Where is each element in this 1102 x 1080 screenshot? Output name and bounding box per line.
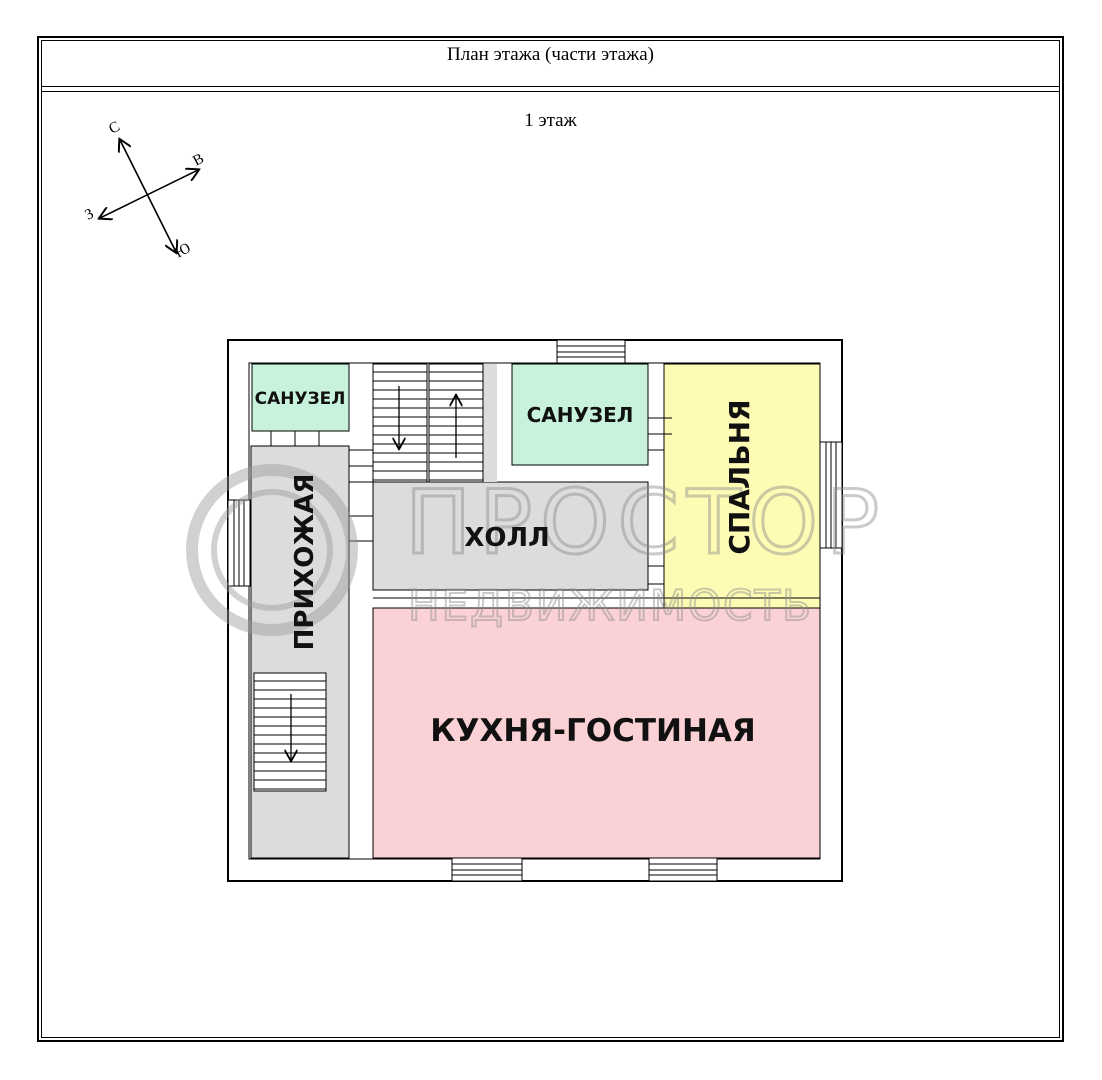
door-marks bbox=[270, 417, 820, 599]
label-bathroom-large: САНУЗЕЛ bbox=[527, 403, 634, 427]
compass-west-label: З bbox=[82, 206, 96, 224]
header-divider-2 bbox=[41, 91, 1060, 92]
watermark-subtitle: НЕДВИЖИМОСТЬ bbox=[408, 581, 813, 630]
room-bathroom-large bbox=[511, 363, 649, 466]
compass-icon: С В Ю З bbox=[82, 119, 206, 262]
window-right bbox=[819, 441, 843, 549]
room-bedroom bbox=[663, 363, 821, 609]
room-kitchen-living bbox=[372, 607, 821, 859]
compass-east-label: В bbox=[190, 151, 206, 170]
watermark: ПРОСТОР НЕДВИЖИМОСТЬ bbox=[186, 464, 887, 636]
label-entrance: ПРИХОЖАЯ bbox=[290, 474, 320, 651]
floor-label: 1 этаж bbox=[524, 110, 577, 131]
compass-north-label: С bbox=[106, 119, 122, 138]
room-bathroom-small bbox=[251, 363, 350, 432]
watermark-brand: ПРОСТОР bbox=[405, 471, 887, 574]
window-bottom-left bbox=[451, 857, 523, 882]
window-top bbox=[556, 339, 626, 364]
inner-frame bbox=[41, 40, 1060, 1038]
page-title: План этажа (части этажа) bbox=[447, 44, 654, 65]
label-bedroom: СПАЛЬНЯ bbox=[723, 399, 756, 554]
staircase-lower bbox=[253, 672, 327, 792]
window-bottom-right bbox=[648, 857, 718, 882]
header-divider bbox=[41, 86, 1060, 87]
label-hall: ХОЛЛ bbox=[464, 523, 549, 553]
label-kitchen-living: КУХНЯ-ГОСТИНАЯ bbox=[430, 713, 756, 749]
hall-passage bbox=[483, 364, 497, 482]
window-left bbox=[227, 499, 251, 587]
outer-frame bbox=[37, 36, 1064, 1042]
room-hall bbox=[372, 481, 649, 591]
compass-south-label: Ю bbox=[172, 240, 193, 261]
label-bathroom-small: САНУЗЕЛ bbox=[255, 389, 346, 409]
